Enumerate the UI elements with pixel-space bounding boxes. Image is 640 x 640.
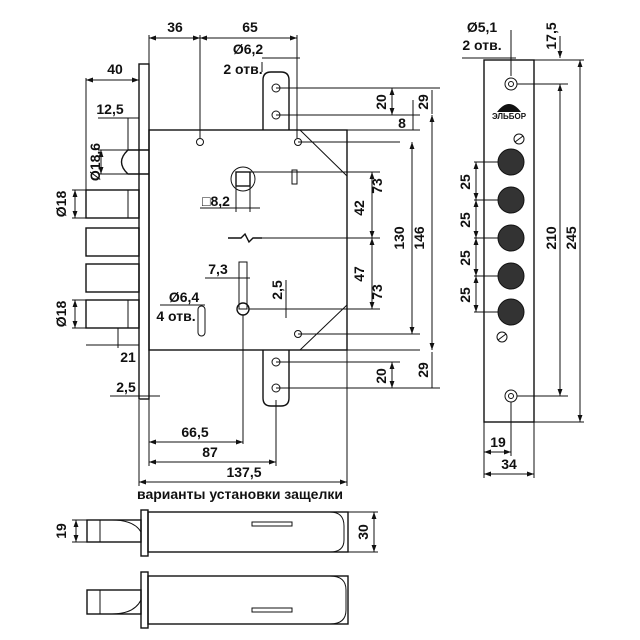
dim-2-5-plate: 2,5 [116, 379, 136, 395]
case-hole-icon [196, 138, 204, 146]
brand-logo-icon [497, 104, 521, 112]
dim-d6-2: Ø6,2 [233, 41, 264, 57]
bolt-hole [497, 186, 525, 214]
plate-dim-17-5: 17,5 [543, 22, 559, 49]
mechanism-link [228, 232, 262, 244]
latch-variants-caption: варианты установки защелки [137, 486, 343, 502]
plate-hole-icon [504, 389, 518, 403]
latch-bolt [120, 149, 149, 175]
dim-d18-6: Ø18,6 [87, 143, 103, 181]
dim-130: 130 [391, 226, 407, 250]
dim-73-bottom: 73 [369, 284, 385, 300]
latch-variant-1 [72, 509, 378, 557]
dim-square-8-2: □8,2 [202, 193, 230, 209]
plate-dim-25-3: 25 [457, 250, 473, 266]
dim-66-5: 66,5 [181, 424, 208, 440]
deadbolt [85, 263, 140, 293]
dim-d18-top: Ø18 [53, 191, 69, 218]
latch-tongue [86, 589, 142, 615]
spindle-square [235, 171, 251, 187]
plate-hole-icon [504, 77, 518, 91]
dim-146: 146 [411, 226, 427, 250]
dim-12-5: 12,5 [96, 101, 123, 117]
dim-36: 36 [167, 19, 183, 35]
case-bevel-top [299, 129, 348, 350]
dim-29-top: 29 [415, 94, 431, 110]
dim-d6-4-holes: 4 отв. [156, 308, 195, 324]
dimension-labels: 36 65 40 Ø6,2 2 отв. 12,5 Ø18,6 Ø18 Ø18 … [53, 19, 579, 540]
dim-47: 47 [351, 266, 367, 282]
dim-42: 42 [351, 200, 367, 216]
latch-dim-19: 19 [53, 523, 69, 539]
plate-dim-holes: 2 отв. [462, 37, 501, 53]
plate-dim-d5-1: Ø5,1 [467, 19, 498, 35]
latch-tongue [86, 519, 142, 543]
front-plate-body [483, 59, 535, 423]
plate-dim-25-2: 25 [457, 212, 473, 228]
front-plate: ЭЛЬБОР [483, 59, 535, 423]
dim-21: 21 [120, 349, 136, 365]
dim-20-top: 20 [373, 94, 389, 110]
mount-slot [197, 305, 206, 337]
lock-faceplate [138, 63, 150, 400]
deadbolt [85, 227, 140, 257]
dim-73-top: 73 [369, 178, 385, 194]
screw-icon [513, 133, 525, 145]
dim-40: 40 [107, 61, 123, 77]
latch-dim-30: 30 [355, 524, 371, 540]
dim-137-5: 137,5 [226, 464, 261, 480]
screw-icon [496, 331, 508, 343]
plate-dim-210: 210 [543, 226, 559, 250]
bolt-hole [497, 224, 525, 252]
dim-lines-plate [462, 30, 584, 478]
dim-7-3: 7,3 [208, 261, 228, 277]
dim-lines-lock [72, 35, 440, 486]
deadbolt [85, 189, 140, 219]
dim-d18-bottom: Ø18 [53, 301, 69, 328]
deadbolt [85, 299, 140, 329]
dim-2-5-spindle: 2,5 [269, 280, 285, 300]
dim-d6-2-holes: 2 отв. [223, 61, 262, 77]
plate-dim-25-4: 25 [457, 287, 473, 303]
dim-87: 87 [202, 444, 218, 460]
bolt-hole [497, 148, 525, 176]
plate-dim-34: 34 [501, 456, 517, 472]
dim-8: 8 [398, 115, 406, 131]
dim-29-bottom: 29 [415, 362, 431, 378]
plate-dim-19: 19 [490, 434, 506, 450]
plate-dim-25-1: 25 [457, 174, 473, 190]
dim-d6-4: Ø6,4 [169, 289, 200, 305]
bolt-hole [497, 262, 525, 290]
plate-dim-245: 245 [563, 226, 579, 250]
mount-lug-top [262, 71, 290, 130]
case-bevel-bottom [299, 304, 348, 351]
dim-65: 65 [242, 19, 258, 35]
latch-variant-2 [86, 571, 349, 629]
lock-body [85, 63, 348, 407]
bolt-hole [497, 298, 525, 326]
dim-20-bottom: 20 [373, 368, 389, 384]
brand-text: ЭЛЬБОР [492, 112, 527, 121]
